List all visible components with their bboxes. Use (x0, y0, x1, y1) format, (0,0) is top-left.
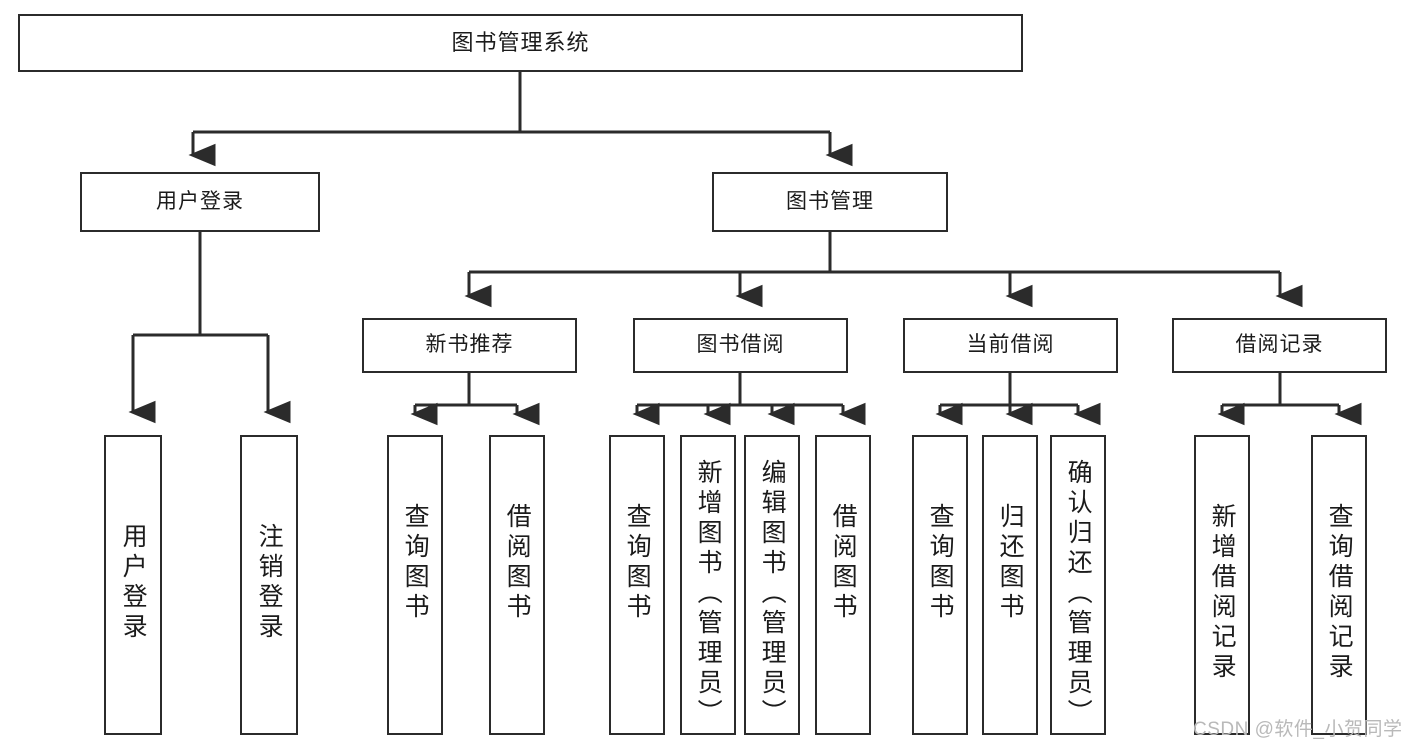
leaf-current-return-books-label: 归还图书 (996, 503, 1025, 623)
leaf-records-query-record[interactable]: 查询借阅记录 (1311, 435, 1367, 735)
leaf-logout-label: 注销登录 (255, 523, 284, 643)
edges-records-to-leaves (1217, 373, 1362, 426)
node-borrow-records[interactable]: 借阅记录 (1172, 318, 1387, 373)
edges-current-to-leaves (935, 373, 1101, 426)
edges-bookmgmt-to-level2 (464, 232, 1303, 308)
leaf-records-add-record-label: 新增借阅记录 (1208, 503, 1237, 683)
node-user-login[interactable]: 用户登录 (80, 172, 320, 232)
edges-newbook-to-leaves (410, 373, 540, 426)
leaf-borrow-edit-book-admin[interactable]: 编辑图书（管理员） (744, 435, 800, 735)
node-current-borrowing[interactable]: 当前借阅 (903, 318, 1118, 373)
leaf-borrow-edit-book-admin-label: 编辑图书（管理员） (758, 459, 787, 729)
leaf-borrow-add-book-admin-label: 新增图书（管理员） (694, 459, 723, 729)
leaf-records-query-record-label: 查询借阅记录 (1325, 503, 1354, 683)
node-current-borrowing-label: 当前借阅 (966, 333, 1055, 357)
leaf-newbook-query-books-label: 查询图书 (401, 503, 430, 623)
node-root-system[interactable]: 图书管理系统 (18, 14, 1023, 72)
leaf-borrow-add-book-admin[interactable]: 新增图书（管理员） (680, 435, 736, 735)
node-new-book-recommend[interactable]: 新书推荐 (362, 318, 577, 373)
leaf-borrow-borrow-books-label: 借阅图书 (829, 503, 858, 623)
node-book-borrowing-label: 图书借阅 (696, 333, 785, 357)
leaf-records-add-record[interactable]: 新增借阅记录 (1194, 435, 1250, 735)
leaf-user-login[interactable]: 用户登录 (104, 435, 162, 735)
node-root-system-label: 图书管理系统 (451, 30, 590, 56)
leaf-current-query-books[interactable]: 查询图书 (912, 435, 968, 735)
edges-root-to-level1 (188, 72, 853, 167)
node-book-borrowing[interactable]: 图书借阅 (633, 318, 848, 373)
leaf-current-confirm-return-admin[interactable]: 确认归还（管理员） (1050, 435, 1106, 735)
edges-userlogin-to-leaves (128, 232, 291, 424)
leaf-current-return-books[interactable]: 归还图书 (982, 435, 1038, 735)
node-user-login-label: 用户登录 (156, 189, 244, 213)
leaf-newbook-borrow-books-label: 借阅图书 (503, 503, 532, 623)
leaf-borrow-borrow-books[interactable]: 借阅图书 (815, 435, 871, 735)
node-book-management-label: 图书管理 (786, 189, 874, 213)
leaf-user-login-label: 用户登录 (119, 523, 148, 643)
leaf-newbook-query-books[interactable]: 查询图书 (387, 435, 443, 735)
leaf-newbook-borrow-books[interactable]: 借阅图书 (489, 435, 545, 735)
node-new-book-recommend-label: 新书推荐 (425, 333, 514, 357)
node-book-management[interactable]: 图书管理 (712, 172, 948, 232)
leaf-current-query-books-label: 查询图书 (926, 503, 955, 623)
leaf-logout[interactable]: 注销登录 (240, 435, 298, 735)
edges-borrow-to-leaves (632, 373, 866, 426)
leaf-current-confirm-return-admin-label: 确认归还（管理员） (1064, 459, 1093, 729)
node-borrow-records-label: 借阅记录 (1235, 333, 1324, 357)
leaf-borrow-query-books[interactable]: 查询图书 (609, 435, 665, 735)
leaf-borrow-query-books-label: 查询图书 (623, 503, 652, 623)
csdn-watermark: CSDN @软件_小贺同学 (1193, 719, 1403, 740)
